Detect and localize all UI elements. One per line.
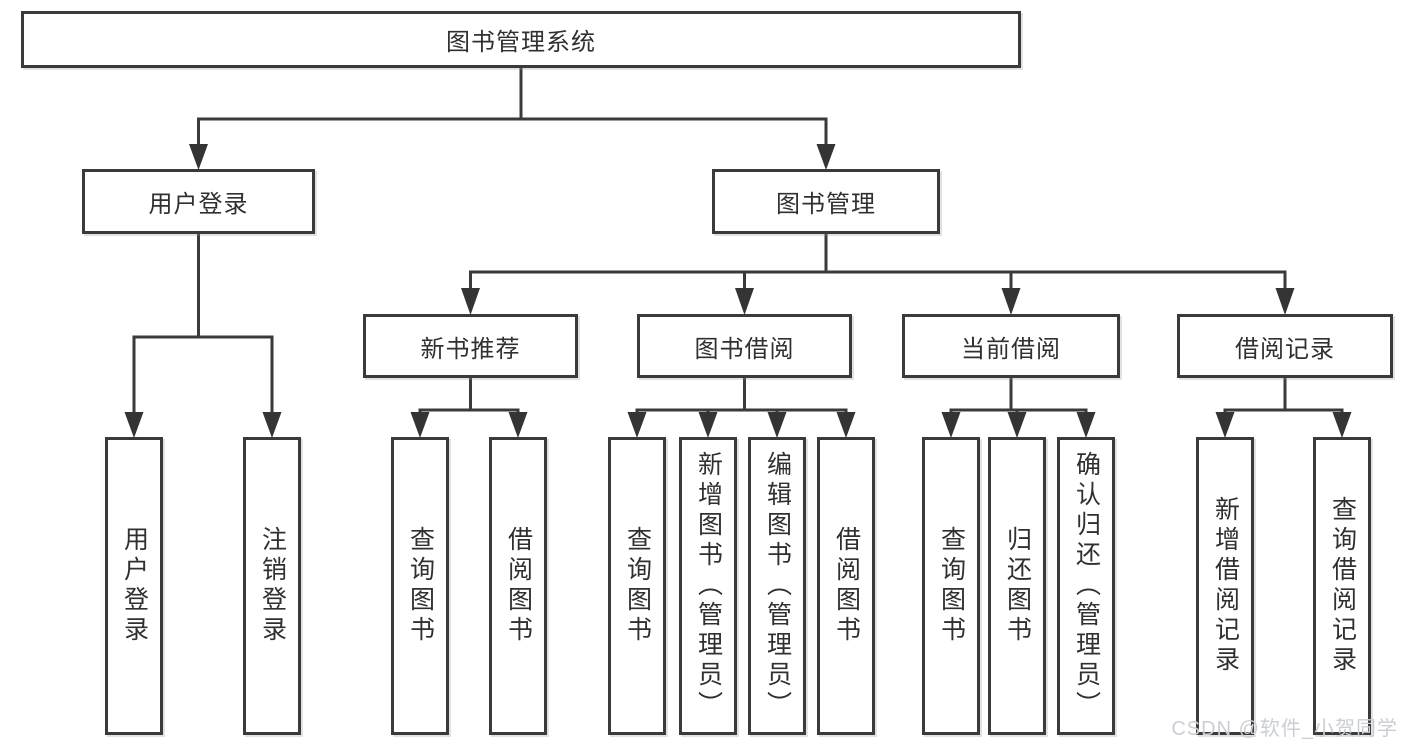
arrowhead-icon xyxy=(816,144,836,170)
arrowhead-icon xyxy=(1332,412,1352,438)
node-label: 借阅图书 xyxy=(504,526,533,646)
connector-lines xyxy=(132,66,1344,416)
node-label: 注销登录 xyxy=(258,526,287,646)
arrowhead-icon xyxy=(1001,288,1021,315)
arrowhead-icon xyxy=(189,144,208,170)
node-label: 查询图书 xyxy=(937,526,966,646)
arrowhead-icon xyxy=(1275,288,1295,315)
node-label: 新书推荐 xyxy=(420,335,521,363)
arrowhead-icon xyxy=(941,412,961,438)
arrowhead-icon xyxy=(262,412,282,438)
arrowhead-icon xyxy=(767,412,787,438)
arrowhead-icon xyxy=(1076,412,1096,438)
leaf-confirm-return-admin: 确认归还（管理员） xyxy=(1057,437,1115,735)
arrowhead-icon xyxy=(735,288,754,315)
node-library-management-system: 图书管理系统 xyxy=(21,11,1021,68)
arrowhead-icon xyxy=(698,412,718,438)
node-label: 当前借阅 xyxy=(961,335,1061,363)
node-book-borrowing: 图书借阅 xyxy=(637,314,852,378)
leaf-borrow-books-recommend: 借阅图书 xyxy=(489,437,547,735)
arrowheads xyxy=(124,144,1352,438)
node-label: 查询图书 xyxy=(623,526,652,646)
leaf-borrow-books-borrowing: 借阅图书 xyxy=(817,437,875,735)
node-label: 查询借阅记录 xyxy=(1328,496,1357,676)
leaf-add-borrow-record: 新增借阅记录 xyxy=(1196,437,1254,735)
node-label: 确认归还（管理员） xyxy=(1072,451,1101,721)
node-user-login: 用户登录 xyxy=(82,169,315,234)
node-label: 新增图书（管理员） xyxy=(694,451,723,721)
connector-current-borrow-branch xyxy=(949,376,1088,416)
node-label: 图书借阅 xyxy=(694,335,795,363)
leaf-logout: 注销登录 xyxy=(243,437,301,735)
leaf-add-book-admin: 新增图书（管理员） xyxy=(679,437,737,735)
node-book-management: 图书管理 xyxy=(712,169,940,234)
node-label: 用户登录 xyxy=(148,191,249,218)
leaf-return-book: 归还图书 xyxy=(988,437,1046,735)
leaf-user-login: 用户登录 xyxy=(105,437,163,735)
node-label: 查询图书 xyxy=(406,526,435,646)
node-label: 新增借阅记录 xyxy=(1211,496,1240,676)
node-current-borrowing: 当前借阅 xyxy=(902,314,1120,378)
connector-borrow-record-branch xyxy=(1223,376,1344,416)
arrowhead-icon xyxy=(461,288,480,315)
node-label: 编辑图书（管理员） xyxy=(763,451,792,721)
leaf-edit-book-admin: 编辑图书（管理员） xyxy=(748,437,806,735)
leaf-query-books-current: 查询图书 xyxy=(922,437,980,735)
arrowhead-icon xyxy=(508,412,528,438)
arrowhead-icon xyxy=(124,412,144,438)
node-label: 归还图书 xyxy=(1003,526,1032,646)
node-borrowing-records: 借阅记录 xyxy=(1177,314,1393,378)
arrowhead-icon xyxy=(1007,412,1027,438)
csdn-watermark: CSDN @软件_小贺同学 xyxy=(1171,718,1398,740)
node-label: 用户登录 xyxy=(120,526,149,646)
leaf-query-books-borrowing: 查询图书 xyxy=(608,437,666,735)
node-label: 借阅记录 xyxy=(1235,335,1335,363)
connector-user-login-branch xyxy=(132,232,274,416)
node-label: 图书管理 xyxy=(776,191,876,218)
arrowhead-icon xyxy=(627,412,647,438)
connector-root-to-level2 xyxy=(197,66,828,148)
node-label: 借阅图书 xyxy=(832,526,861,646)
leaf-query-borrow-record: 查询借阅记录 xyxy=(1313,437,1371,735)
node-new-book-recommendation: 新书推荐 xyxy=(363,314,578,378)
connector-new-book-branch xyxy=(418,376,520,416)
arrowhead-icon xyxy=(836,412,856,438)
node-label: 图书管理系统 xyxy=(446,29,596,56)
leaf-query-books-recommend: 查询图书 xyxy=(391,437,449,735)
connector-book-management-branch xyxy=(469,232,1287,290)
arrowhead-icon xyxy=(410,412,430,438)
arrowhead-icon xyxy=(1215,412,1235,438)
connector-book-borrow-branch xyxy=(635,376,848,416)
